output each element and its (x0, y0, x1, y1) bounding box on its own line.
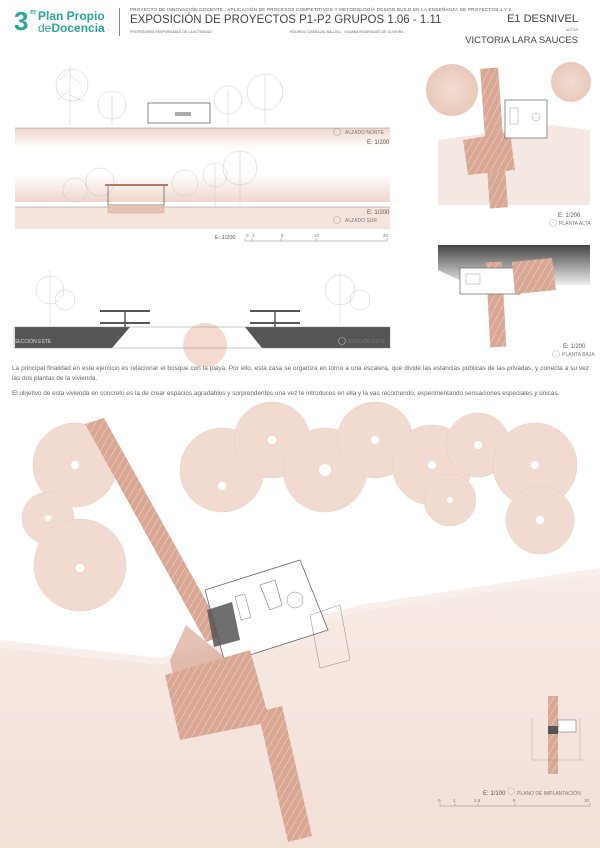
seccion-este-right-label: SECCIÓN ESTE (348, 338, 386, 345)
alzado-sur-tag (333, 216, 341, 224)
logo-number: 3 (14, 6, 29, 36)
logo-line2: deDocencia (38, 22, 105, 34)
implantacion-tag (507, 787, 515, 795)
teachers-names: RODRIGO CARBAJAL BALLELL · SILVANA RODRI… (290, 30, 404, 34)
description-paragraph-1: La principal finalidad en este ejercicio… (12, 365, 589, 382)
header-divider (119, 8, 120, 36)
bar-tick-5: 5 (281, 233, 284, 238)
imp-tick-10: 10 (584, 798, 590, 803)
bar-tick-10: 10 (314, 233, 320, 238)
logo-superscript: er (30, 9, 37, 16)
planta-alta-scale: E: 1/200 (558, 213, 581, 219)
seccion-este-right-tag (338, 337, 346, 345)
bar-scale-200 (244, 238, 388, 242)
planta-baja-label: PLANTA BAJA (562, 352, 595, 358)
alzado-norte-tag (333, 128, 341, 136)
alzado-norte-scale: E: 1/200 (367, 140, 390, 146)
implantacion-scale: E: 1/100 (483, 791, 506, 797)
planta-baja-scale: E: 1/200 (563, 344, 586, 350)
alzado-norte-label: ALZADO NORTE (345, 130, 384, 136)
logo-line2-main: Docencia (51, 21, 105, 35)
teachers-label: PROFESORES RESPONSABLE DE LA ACTIVIDAD: (130, 30, 213, 34)
author-name: VICTORIA LARA SAUCES (465, 35, 578, 46)
imp-tick-2-5: 2.5 (474, 798, 481, 803)
site-plan-drawing (0, 401, 600, 848)
page-title: EXPOSICIÓN DE PROYECTOS P1-P2 GRUPOS 1.0… (130, 14, 442, 26)
planta-alta-drawing (426, 62, 591, 209)
project-description: La principal finalidad en este ejercicio… (12, 364, 589, 405)
bar-tick-0: 0 (246, 233, 249, 238)
author-label: AUTOR (565, 28, 578, 32)
alzado-sur-label: ALZADO SUR (345, 218, 377, 224)
seccion-este-scale: E: 1/200 (367, 331, 390, 337)
imp-tick-1: 1 (453, 798, 456, 803)
exercise-title: E1 DESNIVEL (507, 13, 578, 25)
planta-baja-tag (552, 350, 560, 358)
seccion-este-drawing (13, 270, 391, 367)
bar-tick-20: 20 (383, 233, 389, 238)
bar-tick-1: 1 (252, 233, 255, 238)
bar-scale-label: E: 1/200 (215, 235, 236, 241)
alzado-sur-drawing (15, 150, 390, 229)
logo-line1: Plan Propio (38, 9, 105, 23)
alzado-sur-scale: E: 1/200 (367, 210, 390, 216)
planta-alta-label: PLANTA ALTA (559, 221, 591, 227)
implantacion-label: PLANO DE IMPLANTACIÓN (517, 790, 581, 797)
location-map (531, 696, 585, 774)
imp-tick-0: 0 (438, 798, 441, 803)
description-paragraph-2: El objetivo de esta vivienda en concreto… (12, 390, 560, 398)
bar-scale-100 (439, 803, 591, 807)
alzado-norte-drawing (15, 65, 390, 148)
imp-tick-5: 5 (513, 798, 516, 803)
planta-alta-tag (549, 219, 557, 227)
seccion-este-left-label: SECCIÓN ESTE (14, 338, 52, 345)
planta-baja-drawing (438, 245, 590, 348)
project-line: PROYECTO DE INNOVACIÓN DOCENTE : APLICAC… (130, 7, 512, 12)
logo-line2-prefix: de (38, 21, 52, 35)
